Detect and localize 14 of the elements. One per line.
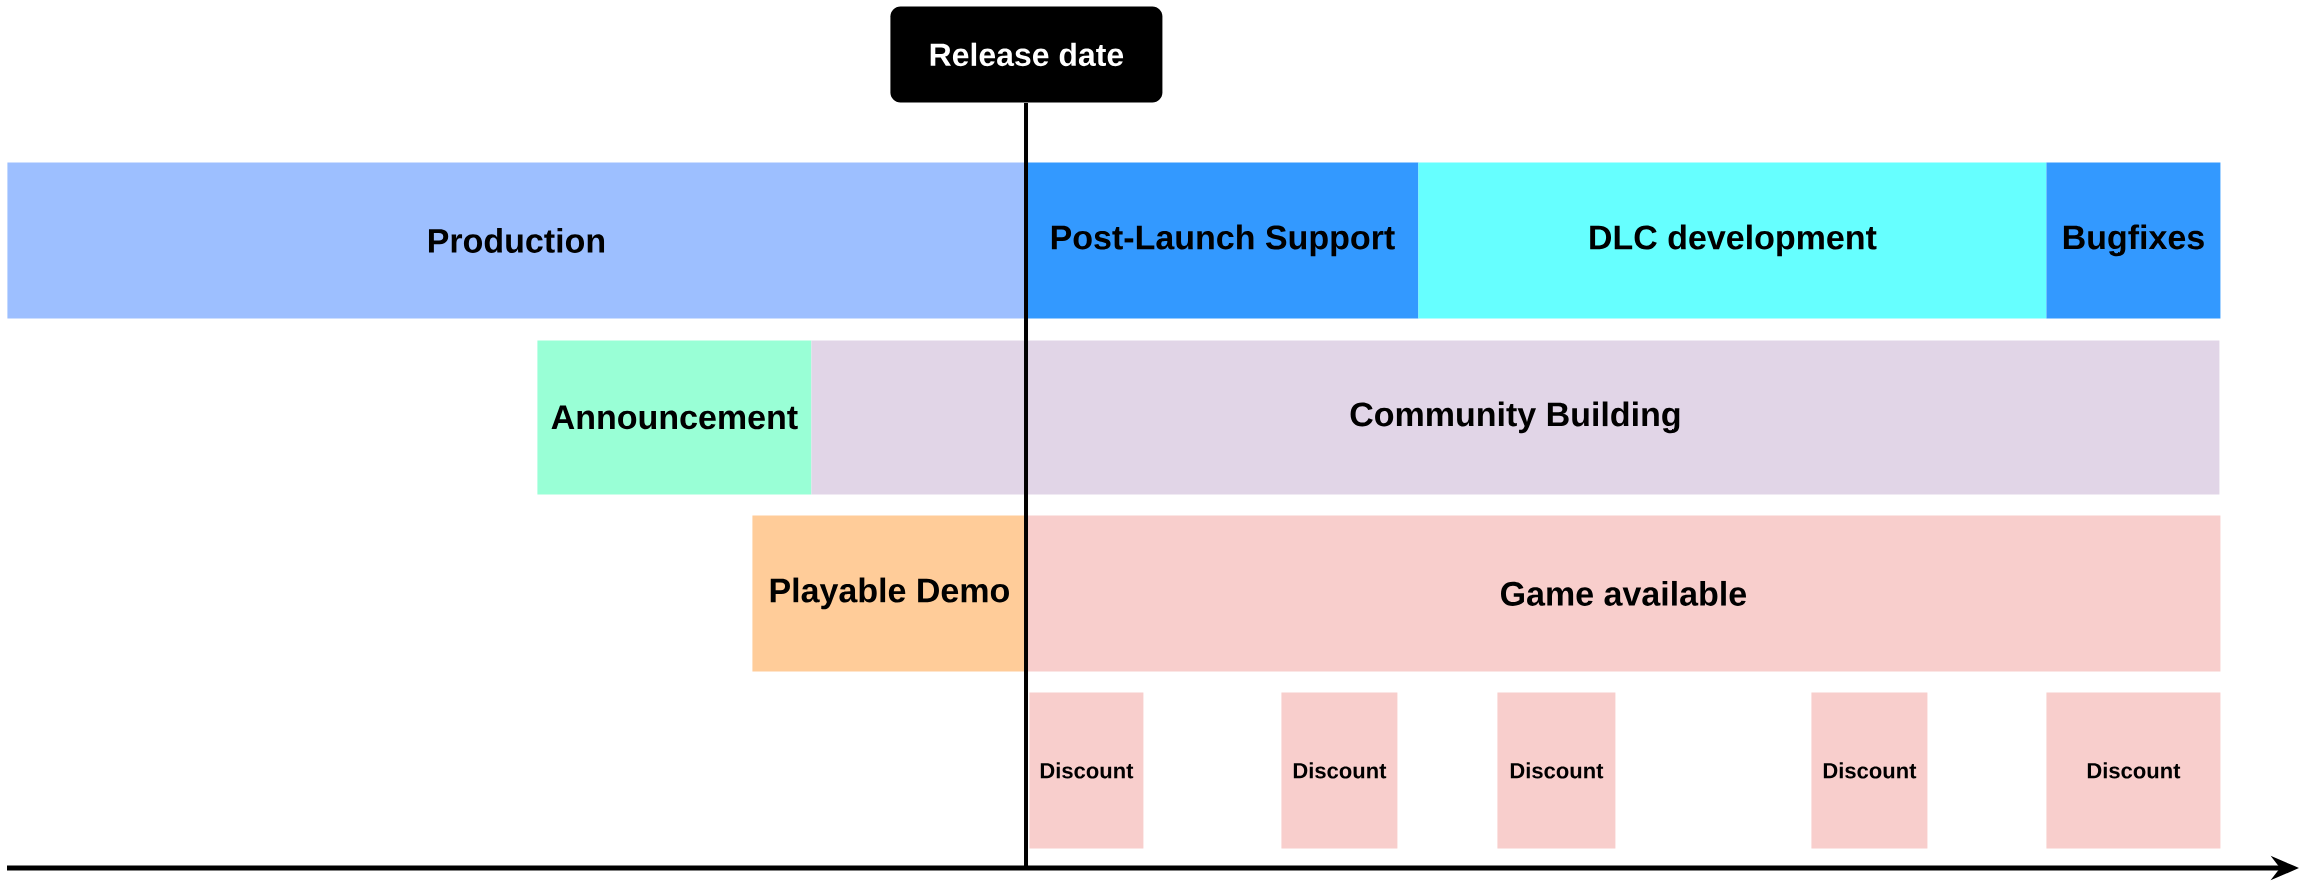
phase-bar: Post-Launch Support xyxy=(1026,162,1419,319)
event-box: Discount xyxy=(2046,692,2221,849)
event-box: Discount xyxy=(1029,692,1144,849)
event-box: Discount xyxy=(1811,692,1928,849)
phase-bar: Game available xyxy=(1026,515,2221,672)
phase-bar: Bugfixes xyxy=(2046,162,2221,319)
phase-bar: Community Building xyxy=(811,340,2220,495)
phase-bar: Playable Demo xyxy=(752,515,1027,672)
phase-bar: Production xyxy=(7,162,1026,319)
event-box: Discount xyxy=(1497,692,1616,849)
milestone-label: Release date xyxy=(890,6,1163,103)
phase-bar: Announcement xyxy=(537,340,812,495)
phase-bar: DLC development xyxy=(1418,162,2047,319)
event-box: Discount xyxy=(1281,692,1398,849)
